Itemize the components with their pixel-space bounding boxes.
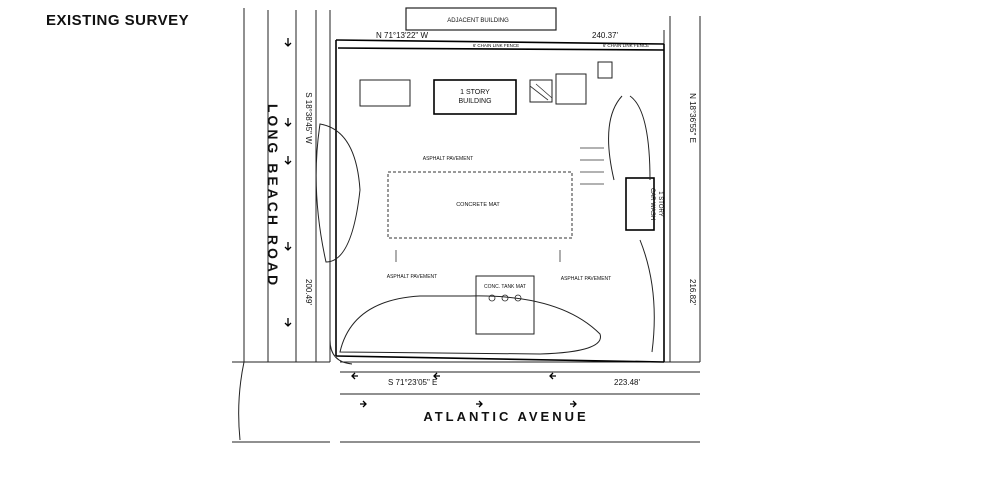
car-wash-label-line1: 1 STORY [657, 191, 663, 216]
car-wash-label-line2: CAR WASH [649, 188, 655, 220]
fence-label-1: 6' CHAIN LINK FENCE [473, 43, 519, 48]
bearing-bottom: S 71°23'05" E [388, 378, 437, 387]
building-label-line2: BUILDING [458, 98, 491, 105]
distance-bottom: 223.48' [614, 378, 640, 387]
long-beach-road-label: LONG BEACH ROAD [265, 104, 281, 288]
concrete-tank-mat [475, 275, 535, 335]
bearing-left: S 18°38'45" W [304, 92, 313, 144]
curbs [315, 95, 655, 355]
concrete-mat-label: CONCRETE MAT [456, 202, 500, 208]
adjacent-building-label: ADJACENT BUILDING [447, 18, 509, 24]
adjacent-building [405, 7, 557, 31]
distance-right: 216.82' [688, 279, 697, 305]
asphalt-label-1: ASPHALT PAVEMENT [423, 156, 473, 162]
road-lines [232, 8, 701, 443]
property-boundary [335, 39, 665, 363]
asphalt-label-2: ASPHALT PAVEMENT [387, 274, 437, 280]
distance-top: 240.37' [592, 31, 618, 40]
one-story-building [433, 79, 517, 115]
bearing-top: N 71°13'22" W [376, 31, 428, 40]
traffic-arrows [284, 38, 577, 408]
fence-label-2: 6' CHAIN LINK FENCE [603, 43, 649, 48]
tank-mat-label: CONC. TANK MAT [484, 284, 526, 290]
canopy-concrete-mat [387, 171, 573, 239]
bearing-right: N 18°36'55" E [688, 93, 697, 143]
building-label-line1: 1 STORY [460, 89, 490, 96]
atlantic-avenue-label: ATLANTIC AVENUE [423, 409, 588, 424]
page-title: EXISTING SURVEY [46, 12, 190, 29]
asphalt-label-3: ASPHALT PAVEMENT [561, 276, 611, 282]
parking-stripes [395, 83, 604, 262]
distance-left: 200.49' [304, 279, 313, 305]
small-structures [359, 61, 613, 107]
car-wash-building [625, 177, 655, 231]
